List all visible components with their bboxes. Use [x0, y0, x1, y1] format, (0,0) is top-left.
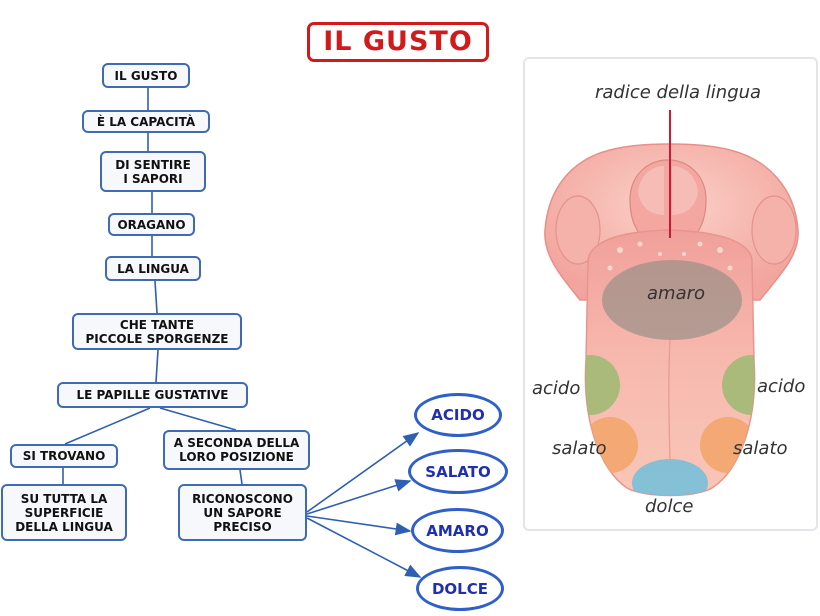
- zone-acido-right: [722, 355, 755, 415]
- label-amaro: amaro: [647, 283, 706, 304]
- line-lingua-sporgenze: [154, 280, 158, 314]
- taste-amaro: AMARO: [411, 508, 504, 553]
- node-capacita: È LA CAPACITÀ: [82, 110, 210, 133]
- line-aseconda-riconoscono: [239, 469, 243, 485]
- taste-salato: SALATO: [408, 449, 508, 494]
- line-papille-sitrovano: [64, 407, 151, 445]
- papillae-texture: [607, 241, 733, 271]
- node-superficie: SU TUTTA LA SUPERFICIE DELLA LINGUA: [1, 484, 127, 541]
- arrow-to-acido: [306, 432, 420, 513]
- label-salato-left: salato: [552, 438, 607, 459]
- label-salato-right: salato: [733, 438, 788, 459]
- node-sentire-sapori: DI SENTIRE I SAPORI: [100, 151, 206, 192]
- taste-dolce: DOLCE: [416, 566, 504, 611]
- zone-amaro: [602, 260, 742, 340]
- node-papille: LE PAPILLE GUSTATIVE: [57, 382, 248, 408]
- left-tonsil: [555, 195, 601, 265]
- arrow-to-salato: [306, 479, 412, 515]
- taste-acido: ACIDO: [414, 393, 502, 437]
- node-il-gusto: IL GUSTO: [102, 63, 190, 88]
- page-title: IL GUSTO: [307, 22, 489, 62]
- arrow-to-dolce: [306, 517, 422, 578]
- label-dolce: dolce: [645, 496, 694, 517]
- label-acido-right: acido: [757, 376, 806, 397]
- median-sulcus: [668, 339, 671, 461]
- line-sporgenze-papille: [155, 349, 159, 383]
- arrow-to-amaro: [306, 515, 412, 536]
- line-papille-aseconda: [159, 407, 237, 431]
- zone-acido-left: [585, 355, 620, 415]
- node-riconoscono: RICONOSCONO UN SAPORE PRECISO: [178, 484, 307, 541]
- node-la-lingua: LA LINGUA: [105, 256, 201, 281]
- label-acido-left: acido: [532, 378, 581, 399]
- right-tonsil: [751, 195, 797, 265]
- label-radice: radice della lingua: [595, 82, 762, 103]
- node-si-trovano: SI TROVANO: [10, 444, 118, 468]
- node-sporgenze: CHE TANTE PICCOLE SPORGENZE: [72, 313, 242, 350]
- node-a-seconda: A SECONDA DELLA LORO POSIZIONE: [163, 430, 310, 470]
- node-oragano: ORAGANO: [108, 213, 195, 236]
